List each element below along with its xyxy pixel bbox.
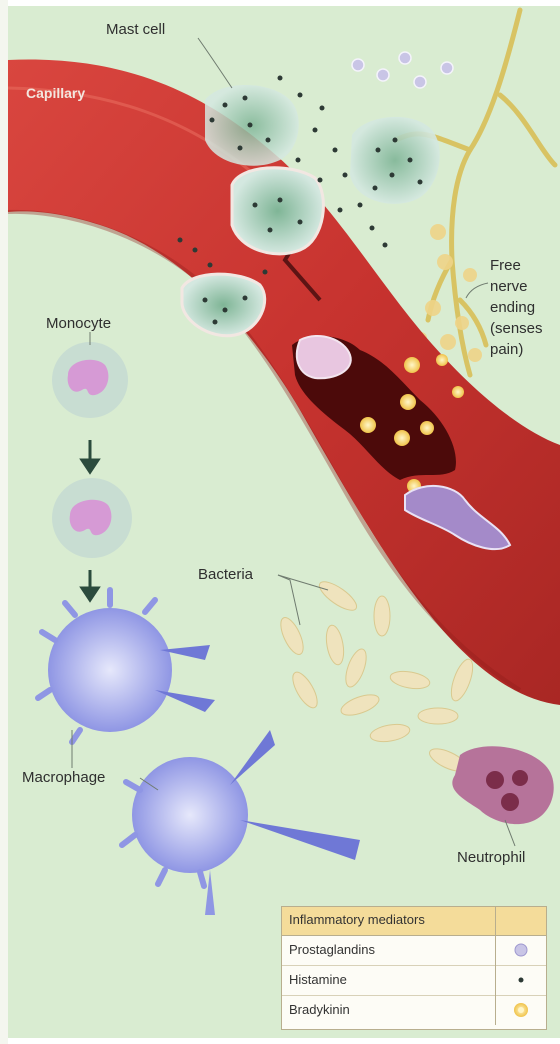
- label-free-nerve-ending-line-2: nerve: [490, 277, 528, 296]
- legend-title: Inflammatory mediators: [289, 912, 425, 927]
- label-monocyte: Monocyte: [46, 314, 111, 333]
- legend-header: Inflammatory mediators: [282, 907, 546, 936]
- label-free-nerve-ending-line-5: pain): [490, 340, 523, 359]
- legend-table: Inflammatory mediators Prostaglandins Hi…: [281, 906, 547, 1030]
- legend-row-histamine: Histamine: [282, 965, 546, 996]
- legend-column-divider: [495, 995, 496, 1025]
- label-free-nerve-ending-line-4: (senses: [490, 319, 543, 338]
- label-bacteria: Bacteria: [198, 565, 253, 584]
- prostaglandin-icon: [506, 941, 536, 959]
- label-free-nerve-ending-line-3: ending: [490, 298, 535, 317]
- legend-label: Prostaglandins: [289, 942, 375, 957]
- label-free-nerve-ending-line-1: Free: [490, 256, 521, 275]
- histamine-icon: [506, 971, 536, 989]
- bradykinin-icon: [506, 1001, 536, 1019]
- legend-row-prostaglandins: Prostaglandins: [282, 935, 546, 966]
- label-neutrophil: Neutrophil: [457, 848, 525, 867]
- label-mast-cell: Mast cell: [106, 20, 165, 39]
- legend-label: Bradykinin: [289, 1002, 350, 1017]
- legend-column-divider: [495, 907, 496, 935]
- label-capillary: Capillary: [26, 84, 85, 103]
- legend-column-divider: [495, 965, 496, 995]
- legend-label: Histamine: [289, 972, 347, 987]
- label-macrophage: Macrophage: [22, 768, 105, 787]
- legend-row-bradykinin: Bradykinin: [282, 995, 546, 1025]
- legend-column-divider: [495, 935, 496, 965]
